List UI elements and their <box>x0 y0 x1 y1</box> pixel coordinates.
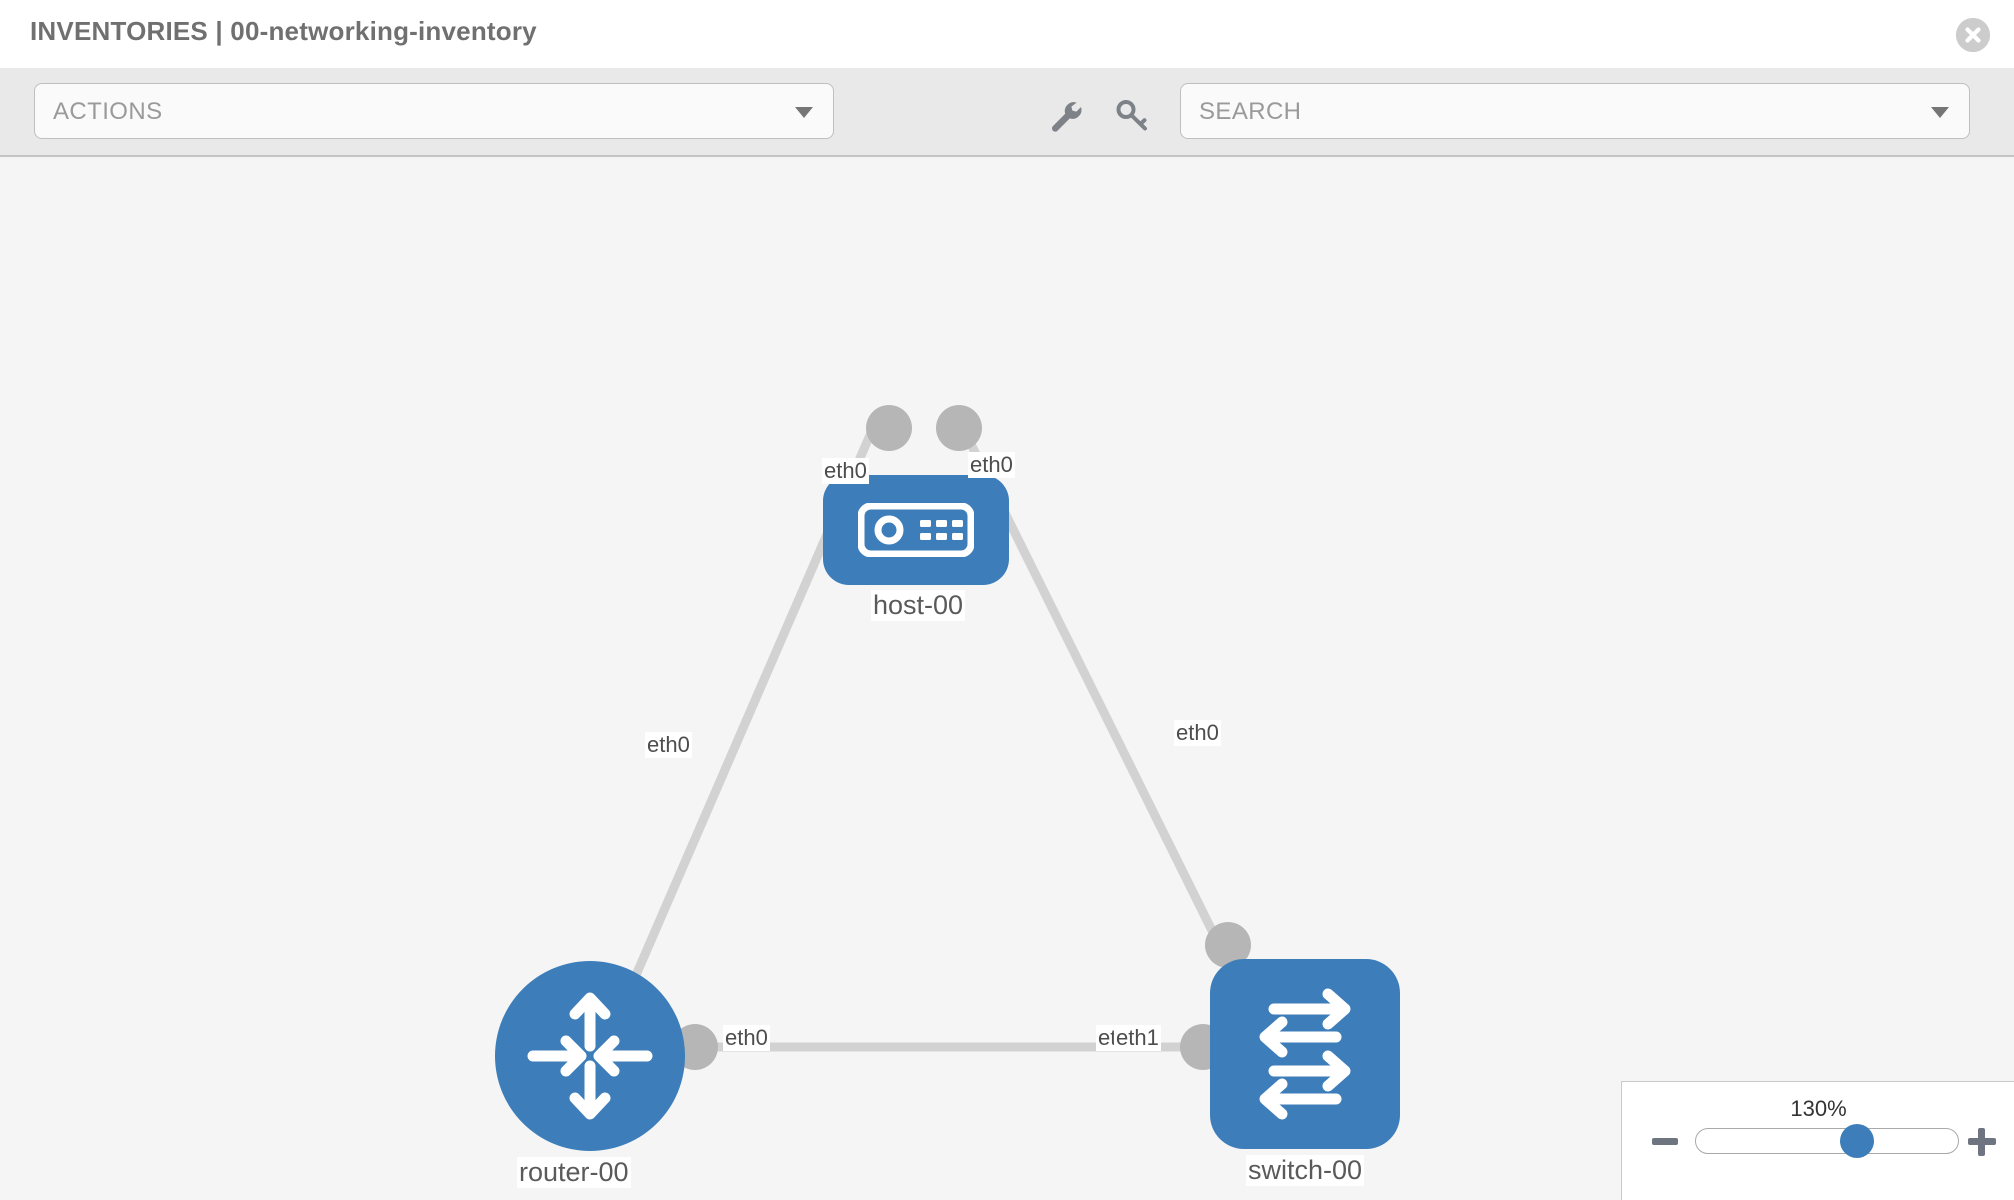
chevron-down-icon <box>1931 107 1949 118</box>
node-switch-00[interactable]: switch-00 <box>1210 959 1400 1186</box>
edge-label-router-up: eth0 <box>645 732 692 758</box>
search-input[interactable]: SEARCH <box>1180 83 1970 139</box>
node-host-00-label: host-00 <box>871 590 966 621</box>
zoom-control-panel: 130% <box>1621 1081 2014 1200</box>
toolbar: ACTIONS SEARCH <box>0 68 2014 157</box>
node-host-00[interactable]: host-00 <box>823 475 1009 621</box>
plus-icon[interactable] <box>1968 1128 1996 1156</box>
chevron-down-icon <box>795 107 813 118</box>
node-router-00-label: router-00 <box>517 1157 631 1188</box>
interface-dot-host-left[interactable] <box>866 405 912 451</box>
zoom-level-value: 130% <box>1790 1096 1847 1121</box>
zoom-slider[interactable] <box>1695 1124 1959 1158</box>
search-placeholder: SEARCH <box>1199 98 1302 125</box>
minus-icon[interactable] <box>1652 1138 1678 1145</box>
node-host-00-shape <box>823 475 1009 585</box>
node-router-00[interactable]: router-00 <box>495 961 685 1188</box>
page-header: INVENTORIES | 00-networking-inventory <box>0 0 2014 68</box>
actions-dropdown-label: ACTIONS <box>53 98 163 125</box>
topology-links-layer <box>615 407 1240 1052</box>
switch-arrows-icon <box>1259 988 1351 1120</box>
edge-label-host-left: eth0 <box>822 458 869 484</box>
edge-label-router-right: eth0 <box>723 1025 770 1051</box>
key-icon[interactable] <box>1112 96 1152 136</box>
router-arrows-icon <box>527 992 653 1120</box>
edge-label-switch-left: eth1 <box>1114 1025 1161 1051</box>
zoom-slider-thumb[interactable] <box>1839 1124 1874 1158</box>
node-switch-00-label: switch-00 <box>1246 1155 1365 1186</box>
actions-dropdown[interactable]: ACTIONS <box>34 83 834 139</box>
node-switch-00-shape <box>1210 959 1400 1149</box>
page-title: INVENTORIES | 00-networking-inventory <box>30 16 537 46</box>
topology-canvas[interactable]: host-00 router-00 <box>0 157 2014 1200</box>
wrench-icon[interactable] <box>1046 96 1086 136</box>
close-icon[interactable] <box>1956 18 1990 52</box>
interface-dot-host-right[interactable] <box>936 405 982 451</box>
edge-label-switch-up: eth0 <box>1174 720 1221 746</box>
edge-label-host-right: eth0 <box>968 452 1015 478</box>
server-appliance-icon <box>858 503 974 557</box>
